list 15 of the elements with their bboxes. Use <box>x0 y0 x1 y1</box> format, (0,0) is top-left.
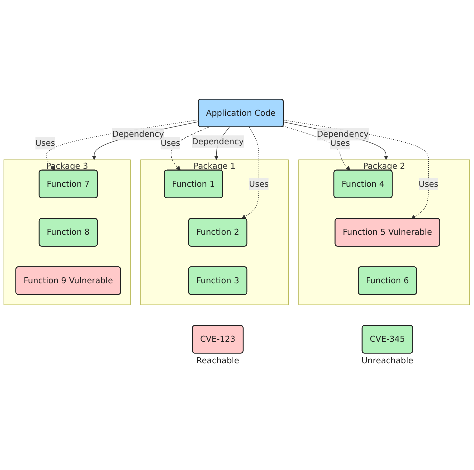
edge-label: Dependency <box>192 136 244 146</box>
arrow <box>242 127 260 220</box>
arrow <box>283 126 351 171</box>
edge-label: Uses <box>36 138 56 148</box>
status-caption: Unreachable <box>362 356 414 366</box>
edge-label: Uses <box>418 179 439 189</box>
edge-label: Uses <box>330 138 350 148</box>
arrow <box>92 122 199 160</box>
arrow <box>283 122 389 160</box>
edge-label: Uses <box>160 138 180 148</box>
edge-label: Dependency <box>317 129 369 140</box>
status-caption: Reachable <box>196 356 240 366</box>
arrow <box>171 127 210 171</box>
edge-label: Uses <box>249 179 269 189</box>
edge-label: Dependency <box>112 129 164 140</box>
